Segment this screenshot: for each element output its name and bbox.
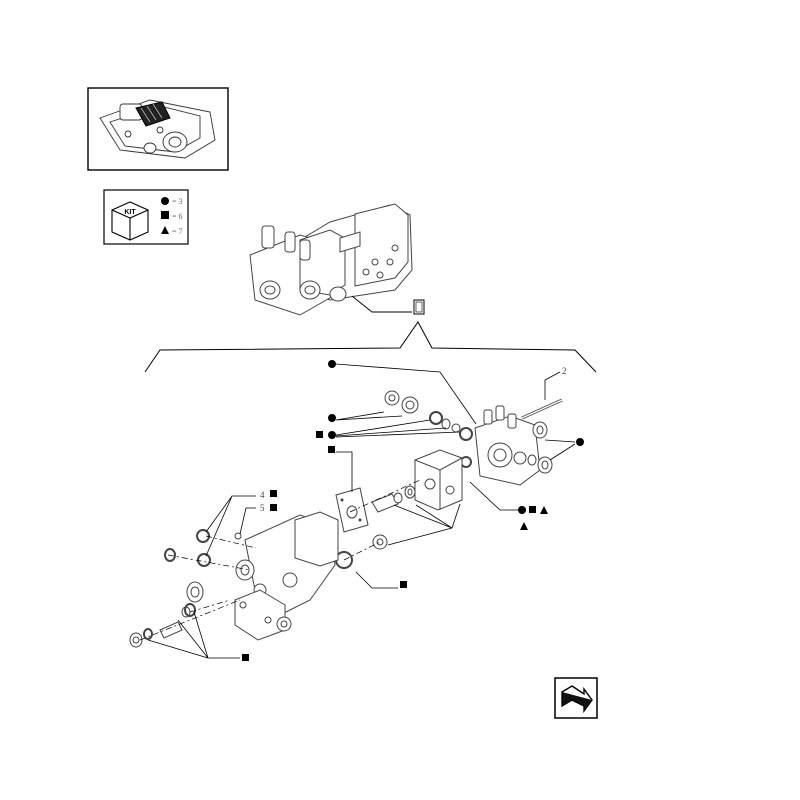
kit-legend: KIT = 3 = 6 = 7 (103, 189, 189, 245)
square-icon (316, 431, 323, 438)
square-icon (328, 446, 335, 453)
square-icon (242, 654, 249, 661)
kit-entry-circle: = 3 (172, 197, 183, 206)
reference-leader (351, 295, 412, 313)
callout-4: 4 (260, 490, 265, 500)
spool-parts (371, 485, 416, 550)
circle-icon (161, 197, 169, 205)
main-assembly (249, 203, 413, 316)
kit-label: KIT (124, 209, 136, 216)
circle-icon (518, 506, 526, 514)
valve-block-right (474, 405, 541, 486)
kit-cube-icon (111, 201, 149, 241)
triangle-icon (540, 506, 548, 514)
kit-entry-square: = 6 (172, 212, 183, 221)
pin-part-2 (521, 398, 563, 420)
triangle-icon (161, 226, 169, 234)
plugs-right (527, 421, 553, 474)
kit-entry-triangle: = 7 (172, 227, 183, 236)
next-page-icon[interactable] (554, 677, 598, 719)
circle-icon (328, 431, 336, 439)
square-icon (161, 211, 169, 219)
callout-5: 5 (260, 503, 265, 513)
exploded-view-bracket (144, 321, 597, 373)
overview-thumbnail (87, 87, 229, 171)
centerlines (139, 479, 421, 641)
square-icon (270, 490, 277, 497)
triangle-icon (520, 522, 528, 530)
circle-icon (328, 360, 336, 368)
square-icon (270, 504, 277, 511)
fittings-lower (129, 529, 292, 648)
intermediate-block (414, 449, 463, 511)
square-icon (529, 506, 536, 513)
circle-icon (328, 414, 336, 422)
valve-body-lower (234, 511, 339, 641)
circle-icon (576, 438, 584, 446)
reference-box (413, 299, 425, 315)
square-icon (400, 581, 407, 588)
callout-2: 2 (562, 366, 567, 376)
